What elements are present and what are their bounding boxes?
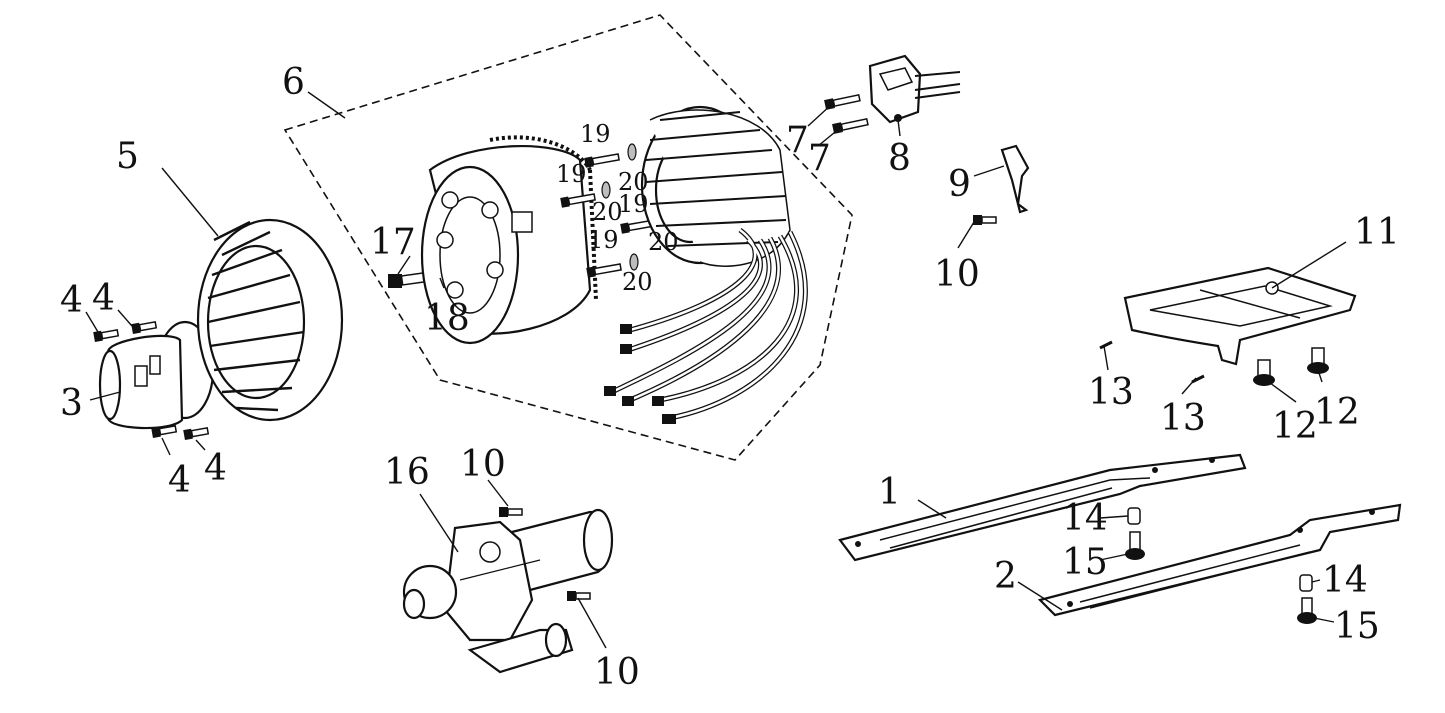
part-8-clamp: [868, 54, 961, 124]
stator-with-wiring: [604, 105, 808, 424]
leader-lines: [85, 91, 1347, 649]
callout-18: 18: [424, 298, 470, 339]
part-16-starter-motor: [402, 508, 614, 674]
part-11-frame: [1123, 266, 1357, 366]
part-5-fan: [196, 218, 344, 422]
callout-4: 4: [92, 278, 115, 319]
callout-20: 20: [622, 268, 653, 296]
callout-10: 10: [594, 652, 640, 693]
callout-7: 7: [808, 138, 831, 179]
part-10-bolts: [499, 215, 997, 601]
callout-4: 4: [60, 280, 83, 321]
callout-19: 19: [618, 190, 649, 218]
callout-20: 20: [618, 168, 649, 196]
callout-14: 14: [1322, 560, 1368, 601]
callout-7: 7: [786, 120, 809, 161]
callout-3: 3: [60, 383, 83, 424]
callout-9: 9: [948, 164, 971, 205]
assembly-6-boundary: [283, 14, 853, 461]
callout-10: 10: [460, 444, 506, 485]
callout-numbers: 1 2 3 4 4 4 4 5 6 7 7 8 9 10 10 10 11 12…: [60, 62, 1400, 693]
callout-10: 10: [934, 254, 980, 295]
callout-13: 13: [1088, 372, 1134, 413]
callout-5: 5: [116, 136, 139, 177]
callout-8: 8: [888, 138, 911, 179]
part-15-bolts: [1125, 531, 1317, 624]
callout-19: 19: [556, 160, 587, 188]
callout-2: 2: [994, 556, 1017, 597]
part-9-bracket: [1000, 144, 1030, 214]
part-1-rail: [838, 453, 1247, 562]
callout-16: 16: [384, 452, 430, 493]
callout-17: 17: [370, 222, 416, 263]
callout-20: 20: [648, 228, 679, 256]
part-2-rail: [1037, 503, 1402, 617]
callout-1: 1: [878, 472, 901, 513]
callout-12: 12: [1272, 406, 1318, 447]
part-3-sleeve: [98, 320, 215, 430]
part-12-bolts: [1253, 347, 1329, 386]
callout-14: 14: [1062, 498, 1108, 539]
part-7-bolts: [824, 93, 869, 134]
callout-19: 19: [580, 120, 611, 148]
part-14-spacers: [1127, 507, 1313, 592]
callout-12: 12: [1314, 392, 1360, 433]
rotor-flywheel: [420, 135, 598, 345]
callout-15: 15: [1062, 542, 1108, 583]
callout-11: 11: [1354, 212, 1400, 253]
callout-13: 13: [1160, 398, 1206, 439]
part-4-bolts: [93, 321, 210, 440]
callout-4: 4: [168, 460, 191, 501]
callout-4: 4: [204, 448, 227, 489]
callout-19: 19: [588, 226, 619, 254]
callout-6: 6: [282, 62, 305, 103]
callout-20: 20: [592, 198, 623, 226]
callout-15: 15: [1334, 606, 1380, 647]
